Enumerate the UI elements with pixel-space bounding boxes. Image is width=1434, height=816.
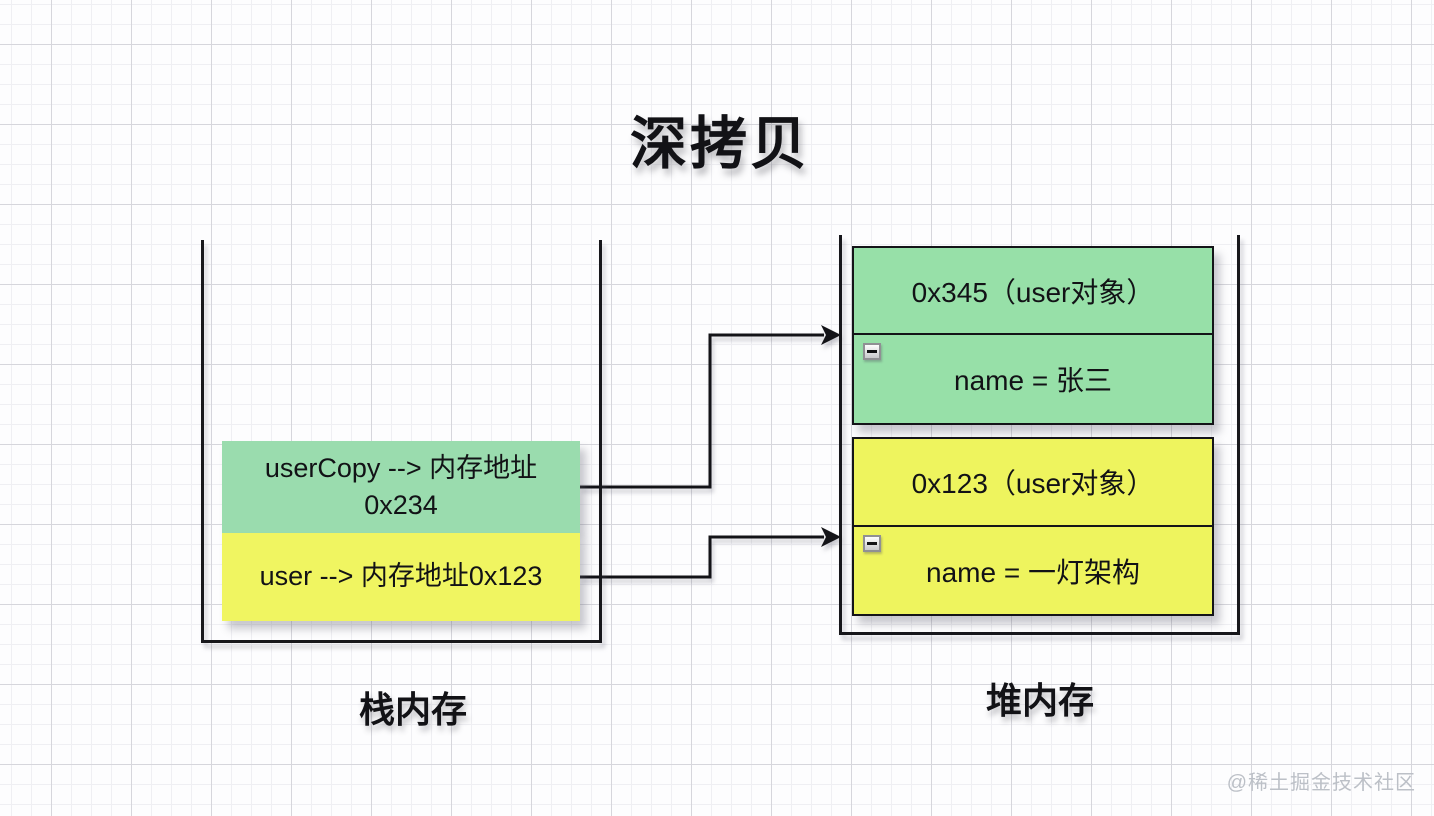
stack-var-user: user --> 内存地址0x123 [222,533,580,621]
heap-object-0x345-address: 0x345（user对象） [854,248,1212,335]
arrow-usercopy-to-0x345 [580,325,841,489]
collapse-minus-icon [863,343,881,360]
heap-object-0x123-address: 0x123（user对象） [854,439,1212,527]
heap-memory-label: 堆内存 [985,680,1094,721]
heap-object-0x123-body: name = 一灯架构 [854,527,1212,614]
stack-memory-container [201,240,602,643]
stack-var-usercopy-line1: userCopy --> 内存地址 [264,452,538,483]
collapse-minus-icon [863,535,881,552]
watermark: @稀土掘金技术社区 [1226,772,1416,794]
heap-object-0x345-property: name = 张三 [954,365,1112,396]
diagram-title: 深拷贝 [630,112,810,176]
stack-var-usercopy: userCopy --> 内存地址 0x234 [222,441,580,533]
heap-memory-container [839,235,1240,635]
heap-object-0x345: 0x345（user对象） name = 张三 [852,246,1214,425]
heap-object-0x123-property: name = 一灯架构 [926,556,1140,588]
heap-object-0x123: 0x123（user对象） name = 一灯架构 [852,437,1214,616]
stack-var-usercopy-line2: 0x234 [364,490,438,520]
arrow-user-to-0x123 [580,527,841,579]
stack-memory-label: 栈内存 [358,689,467,730]
stack-var-user-line1: user --> 内存地址0x123 [259,561,543,592]
heap-object-0x345-body: name = 张三 [854,335,1212,423]
